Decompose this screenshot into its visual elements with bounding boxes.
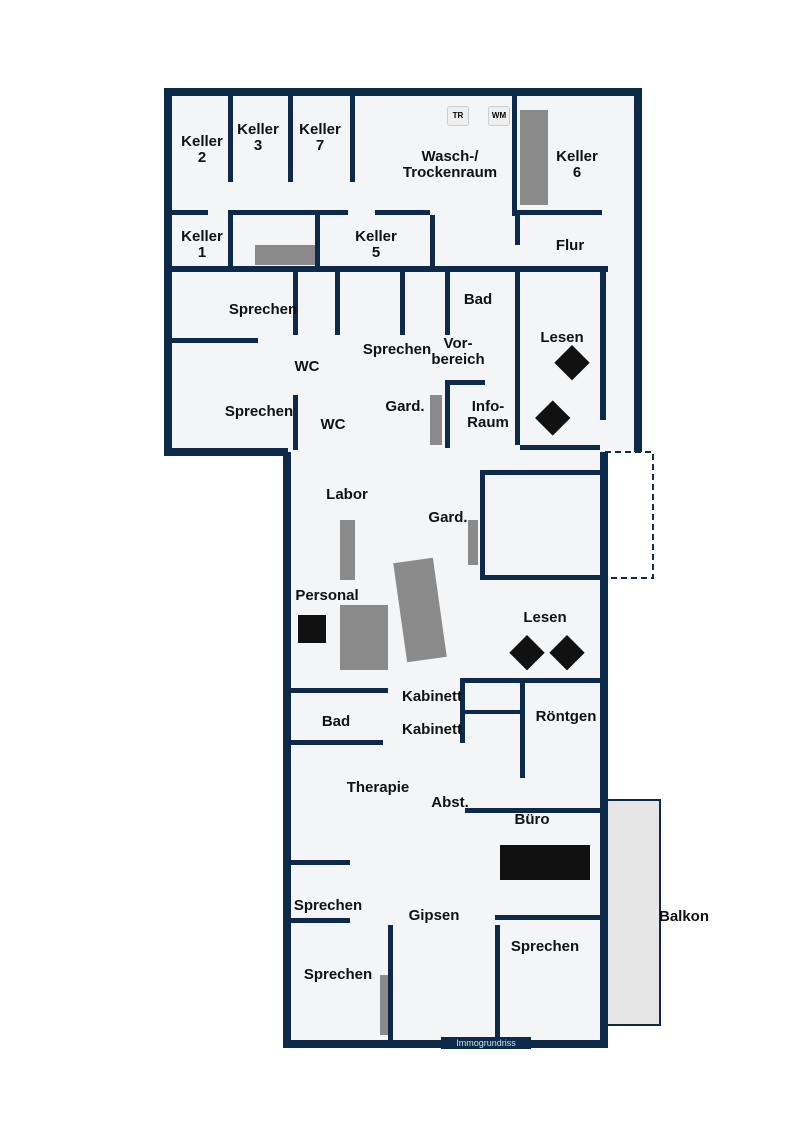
- room-label: Gard.: [385, 398, 425, 415]
- room-label: Gipsen: [408, 907, 460, 924]
- furniture: [255, 110, 548, 1035]
- room-label: Sprechen: [362, 341, 432, 358]
- room-label: Sprechen: [510, 938, 580, 955]
- room-label: Keller 7: [299, 121, 341, 154]
- room-label: Keller 3: [237, 121, 279, 154]
- room-label: Info- Raum: [467, 398, 509, 431]
- room-label: Gard.: [428, 509, 468, 526]
- room-label: Bad: [463, 291, 493, 308]
- room-label: Lesen: [523, 609, 567, 626]
- room-label: Kabinett: [402, 721, 462, 738]
- room-label: Flur: [555, 237, 585, 254]
- dining-tables: [298, 345, 590, 671]
- room-label: Sprechen: [224, 403, 294, 420]
- room-label: Keller 6: [556, 148, 598, 181]
- room-label: Lesen: [540, 329, 584, 346]
- room-label: Wasch-/ Trockenraum: [402, 148, 498, 181]
- room-label: Bad: [321, 713, 351, 730]
- room-label: Sprechen: [303, 966, 373, 983]
- desk: [500, 845, 590, 880]
- room-label: Keller 5: [355, 228, 397, 261]
- room-label: Büro: [514, 811, 550, 828]
- room-label: WC: [294, 358, 320, 375]
- brand-watermark: Immogrundriss: [441, 1037, 531, 1049]
- room-label: Sprechen: [293, 897, 363, 914]
- room-label: Keller 2: [181, 133, 223, 166]
- room-label: WC: [320, 416, 346, 433]
- room-label: Röntgen: [535, 708, 597, 725]
- room-label: Keller 1: [181, 228, 223, 261]
- room-label: Personal: [295, 587, 359, 604]
- washer-icon: WM: [488, 106, 510, 126]
- balcony: [604, 799, 661, 1026]
- room-label: Therapie: [346, 779, 410, 796]
- room-label: Labor: [326, 486, 368, 503]
- room-label: Balkon: [658, 908, 710, 925]
- room-label: Vor- bereich: [431, 335, 485, 368]
- room-label: Sprechen: [228, 301, 298, 318]
- stair-outline: [604, 451, 654, 579]
- room-label: Abst.: [431, 794, 469, 811]
- dryer-icon: TR: [447, 106, 469, 126]
- room-label: Kabinett: [402, 688, 462, 705]
